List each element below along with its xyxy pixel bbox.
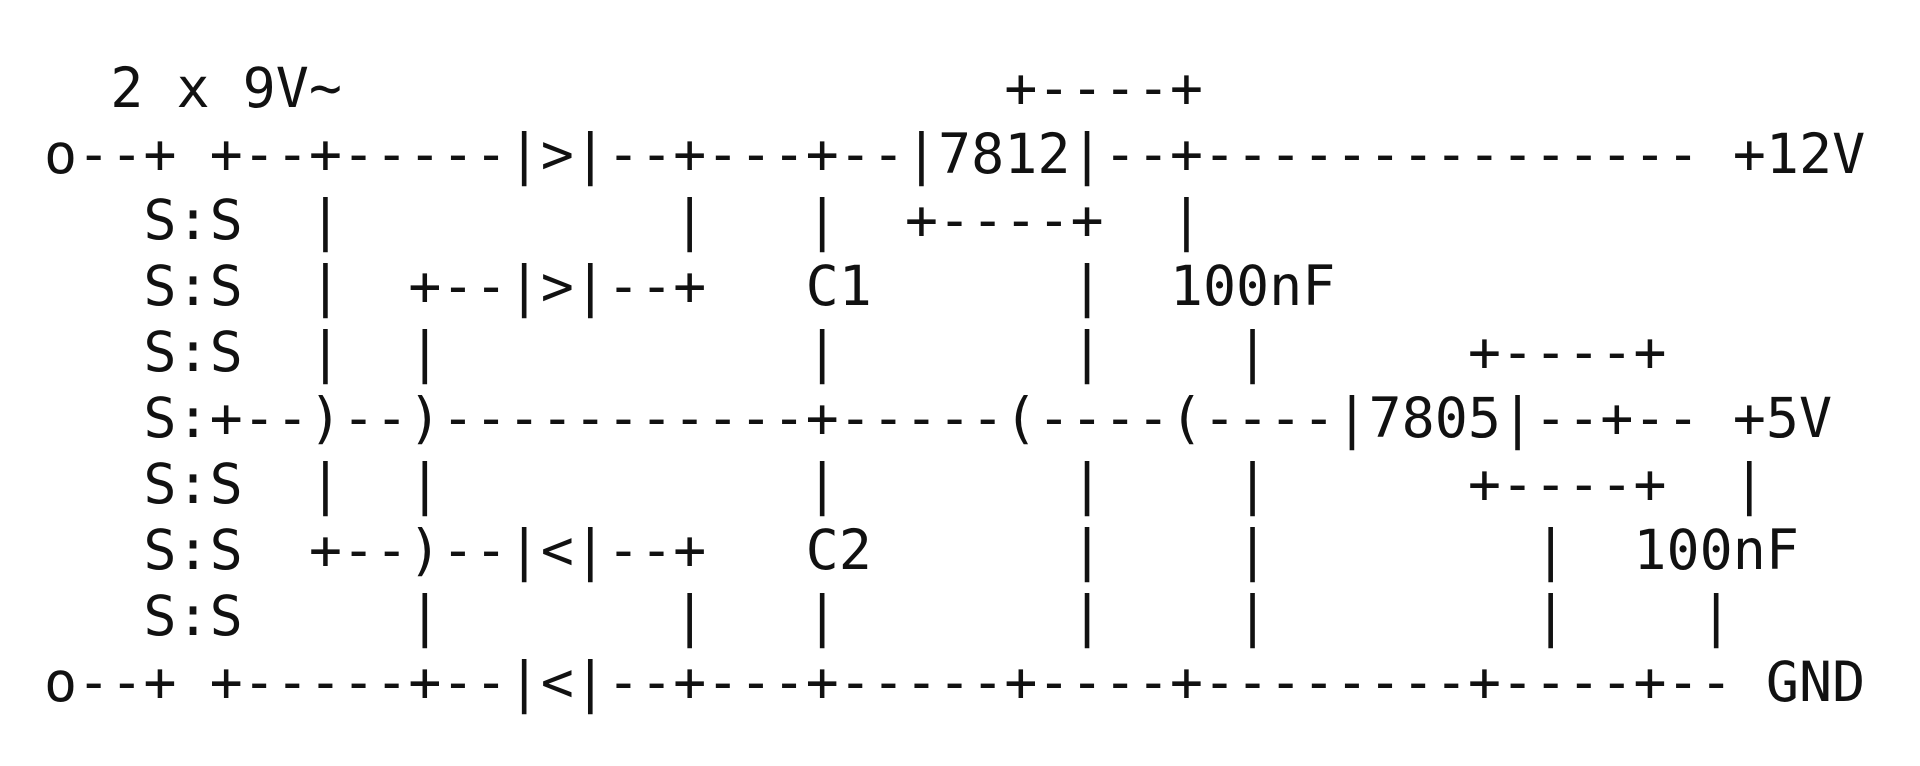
schematic-line-4: S:S | +--|>|--+ C1 | 100nF	[44, 254, 1336, 318]
schematic-line-9: S:S | | | | | | |	[44, 584, 1733, 648]
ascii-schematic-diagram: 2 x 9V~ +----+o--+ +--+-----|>|--+---+--…	[44, 55, 1865, 715]
schematic-line-8: S:S +--)--|<|--+ C2 | | | 100nF	[44, 518, 1799, 582]
schematic-line-5: S:S | | | | | +----+	[44, 320, 1667, 384]
schematic-line-1: 2 x 9V~ +----+	[44, 56, 1203, 120]
schematic-line-7: S:S | | | | | +----+ |	[44, 452, 1766, 516]
schematic-line-10: o--+ +-----+--|<|--+---+-----+----+-----…	[44, 650, 1866, 714]
schematic-line-2: o--+ +--+-----|>|--+---+--|7812|--+-----…	[44, 122, 1866, 186]
schematic-line-6: S:+--)--)-----------+-----(----(----|780…	[44, 386, 1833, 450]
schematic-line-3: S:S | | | +----+ |	[44, 188, 1203, 252]
